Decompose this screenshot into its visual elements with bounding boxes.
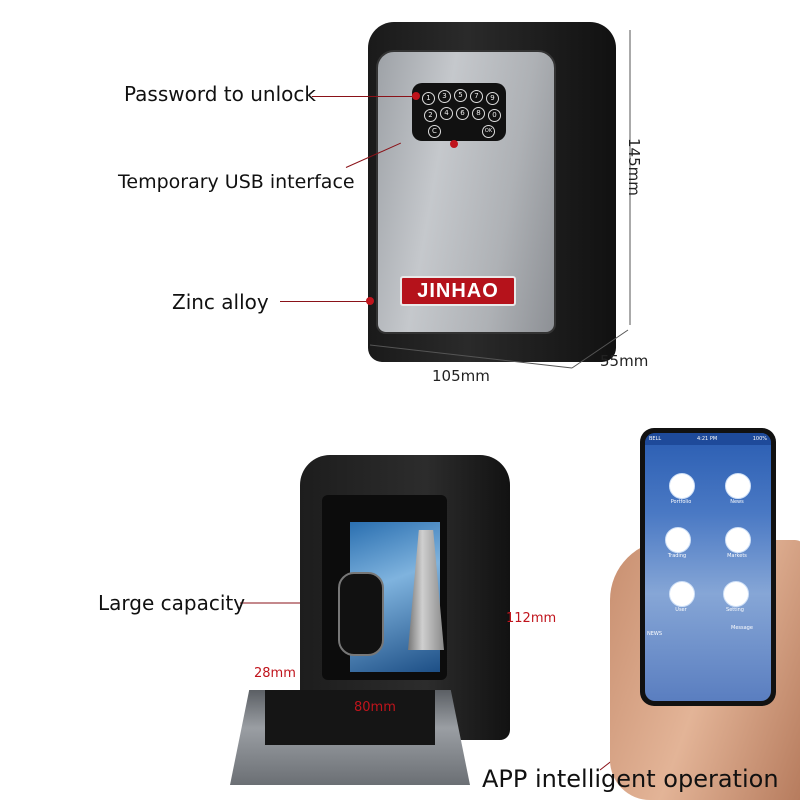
app-user-label: User [675,607,687,613]
app-news-icon[interactable] [725,473,751,499]
dimension-inner-depth: 28mm [254,666,296,681]
dimension-depth: 55mm [600,352,649,370]
callout-line-password [312,96,416,97]
callout-dot-zinc [366,297,374,305]
callout-dot-usb [450,140,458,148]
key-2: 2 [424,109,437,122]
car-key-fob [338,572,384,656]
dimension-height: 145mm [625,138,643,196]
dimension-width: 105mm [432,367,490,385]
app-markets-label: Markets [727,553,747,559]
dimension-inner-height: 112mm [506,611,557,626]
keypad: 1 3 5 7 9 2 4 6 8 0 C OK [412,83,506,141]
key-3: 3 [438,90,451,103]
callout-app: APP intelligent operation [482,765,779,793]
key-9: 9 [486,92,499,105]
phone-time: 4:21 PM [697,436,718,442]
app-markets-icon[interactable] [725,527,751,553]
lid-mechanism [265,690,435,745]
message-label[interactable]: Message [731,625,753,631]
phone-screen: BELL 4:21 PM 100% Portfolio News Trading… [645,433,771,701]
key-ok: OK [482,125,495,138]
callout-password: Password to unlock [124,82,316,106]
phone-battery: 100% [752,436,767,442]
callout-line-zinc [280,301,370,302]
key-5: 5 [454,89,467,102]
key-c: C [428,125,441,138]
app-user-icon[interactable] [669,581,695,607]
key-6: 6 [456,107,469,120]
callout-usb: Temporary USB interface [118,171,355,193]
brand-logo: JINHAO [400,276,516,306]
key-0: 0 [488,109,501,122]
news-header: NEWS [647,631,663,637]
phone-carrier: BELL [649,436,662,442]
callout-capacity: Large capacity [98,591,246,615]
key-1: 1 [422,92,435,105]
app-setting-label: Setting [726,607,744,613]
dimension-inner-width: 80mm [354,700,396,715]
key-7: 7 [470,90,483,103]
app-news-label: News [730,499,744,505]
phone-status-bar: BELL 4:21 PM 100% [645,433,771,445]
app-trading-label: Trading [667,553,687,559]
app-trading-icon[interactable] [665,527,691,553]
app-portfolio-icon[interactable] [669,473,695,499]
callout-dot-password [412,92,420,100]
key-4: 4 [440,107,453,120]
app-portfolio-label: Portfolio [670,499,692,505]
app-setting-icon[interactable] [723,581,749,607]
key-8: 8 [472,107,485,120]
callout-zinc: Zinc alloy [172,290,269,314]
